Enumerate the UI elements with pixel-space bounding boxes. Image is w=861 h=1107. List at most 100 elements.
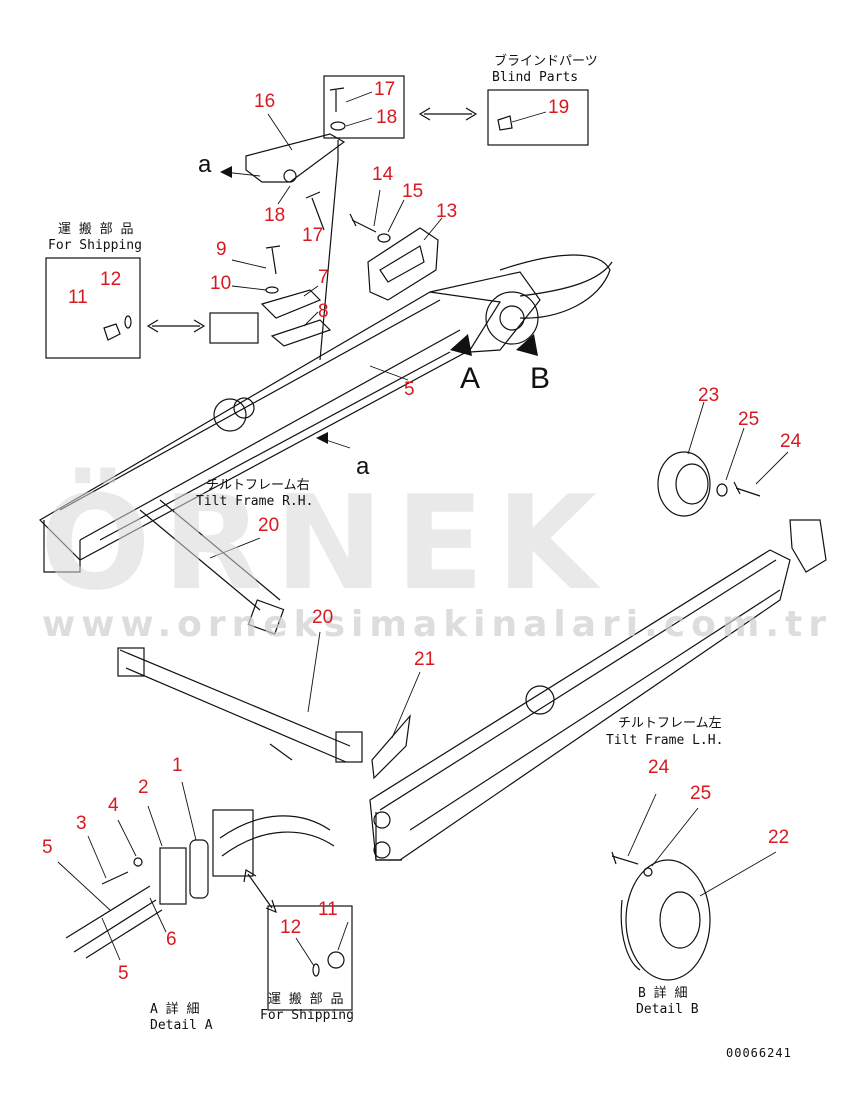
detail-a-en-label: Detail A (150, 1018, 213, 1033)
part-17-bolt (305, 191, 325, 231)
lh-frame-yoke (789, 519, 827, 573)
part-number-7: 7 (318, 267, 329, 288)
for-shipping-en-label-2: For Shipping (260, 1008, 354, 1023)
part-number-25-lower: 25 (690, 783, 712, 804)
tilt-frame-rh-en-label: Tilt Frame R.H. (196, 494, 314, 509)
part-20-cylinder-lower (119, 649, 351, 763)
shipping-detail-box (209, 312, 259, 344)
part-number-4: 4 (108, 795, 119, 816)
for-shipping-en-label-1: For Shipping (48, 238, 142, 253)
part-4-washer (133, 857, 143, 867)
part-19-blind-plug (497, 115, 513, 131)
part-21-gasket (371, 714, 411, 780)
part-number-23: 23 (698, 385, 720, 406)
view-arrows (220, 166, 538, 444)
tilt-frame-lh-en-label: Tilt Frame L.H. (606, 733, 724, 748)
part-number-13: 13 (436, 201, 458, 222)
part-24-bolt-lower (611, 851, 639, 865)
part-number-20-upper: 20 (258, 515, 280, 536)
part-number-21: 21 (414, 649, 436, 670)
part-9-bolt (265, 245, 281, 275)
part-number-8: 8 (318, 301, 329, 322)
part-number-11-shipping: 11 (318, 899, 338, 920)
part-number-5-detail-a-lower: 5 (118, 963, 129, 984)
blind-parts-en-label: Blind Parts (492, 70, 579, 85)
part-number-10: 10 (210, 273, 232, 294)
part-number-24-upper: 24 (780, 431, 802, 452)
part-number-25-upper: 25 (738, 409, 760, 430)
part-3-bolt (101, 871, 129, 885)
part-18-washer-box (330, 121, 346, 131)
part-14-bolt (349, 213, 377, 233)
part-number-17-box: 17 (374, 79, 396, 100)
shipping-box-2 (267, 905, 353, 1011)
part-number-24-lower: 24 (648, 757, 670, 778)
hose-detail-box (212, 809, 254, 877)
part-10-washer (265, 286, 279, 294)
part-1-gasket (189, 839, 209, 899)
part-number-5-frame: 5 (404, 379, 415, 400)
part-number-2: 2 (138, 777, 149, 798)
detail-b-jp-label: B 詳 細 (638, 986, 688, 1001)
part-23-flange (657, 451, 711, 517)
part-number-3: 3 (76, 813, 87, 834)
part-8-gasket (270, 319, 332, 347)
part-12-pin-2 (312, 963, 320, 977)
part-number-12: 12 (100, 269, 122, 290)
part-12-pin (124, 315, 132, 329)
for-shipping-jp-label-1: 運 搬 部 品 (58, 222, 134, 237)
watermark-url: www.orneksimakinalari.com.tr (42, 604, 833, 645)
tilt-frame-lh-jp-label: チルトフレーム左 (618, 716, 722, 731)
for-shipping-jp-label-2: 運 搬 部 品 (268, 992, 344, 1007)
part-number-16: 16 (254, 91, 276, 112)
part-16-cover (245, 133, 346, 183)
double-arrow-bottom (243, 869, 277, 914)
double-arrow-top (418, 107, 478, 121)
rh-frame-pivot (213, 398, 247, 432)
tilt-frame-rh-jp-label: チルトフレーム右 (206, 478, 310, 493)
watermark-logo: ÖRNEK (40, 467, 609, 619)
blind-parts-box (487, 89, 589, 146)
lh-frame-pivot (525, 685, 555, 715)
blind-parts-jp-label: ブラインドパーツ (494, 54, 598, 69)
part-number-15: 15 (402, 181, 424, 202)
double-arrow-left (146, 319, 206, 333)
part-number-20-lower: 20 (312, 607, 334, 628)
detail-a-jp-label: A 詳 細 (150, 1002, 200, 1017)
part-25-washer-lower (643, 867, 653, 877)
part-number-14: 14 (372, 164, 394, 185)
part-number-19: 19 (548, 97, 570, 118)
part-number-17: 17 (302, 225, 324, 246)
part-20-cylinder-upper (139, 499, 281, 611)
part-number-5-detail-a: 5 (42, 837, 53, 858)
part-25-washer-upper (716, 483, 728, 497)
part-number-6: 6 (166, 929, 177, 950)
part-number-1: 1 (172, 755, 183, 776)
shipping-box-1 (45, 257, 141, 359)
part-5-hose-detail (219, 815, 335, 857)
part-15-washer (377, 233, 391, 243)
tilt-frame-rh-end (43, 520, 81, 573)
part-5-hoses (65, 885, 163, 959)
part-11-nut-2 (327, 951, 345, 969)
arrow-a-label-mid: a (356, 453, 370, 480)
tilt-frame-rh (39, 291, 501, 561)
detail-b-en-label: Detail B (636, 1002, 699, 1017)
part-24-bolt-upper (733, 481, 761, 497)
part-17-bolt-box (329, 87, 345, 112)
part-2-block (159, 847, 187, 905)
part-11-nut (103, 323, 121, 341)
part-number-18-box: 18 (376, 107, 398, 128)
drawing-number: 00066241 (726, 1046, 792, 1060)
part-22-flange (625, 859, 711, 981)
bolt-washer-box (323, 75, 405, 139)
part-13-bracket (367, 227, 439, 301)
part-number-18: 18 (264, 205, 286, 226)
view-b-label: B (530, 362, 551, 395)
part-number-9: 9 (216, 239, 227, 260)
arrow-a-label-top: a (198, 151, 212, 178)
part-number-12-shipping: 12 (280, 917, 302, 938)
part-number-11: 11 (68, 287, 88, 308)
